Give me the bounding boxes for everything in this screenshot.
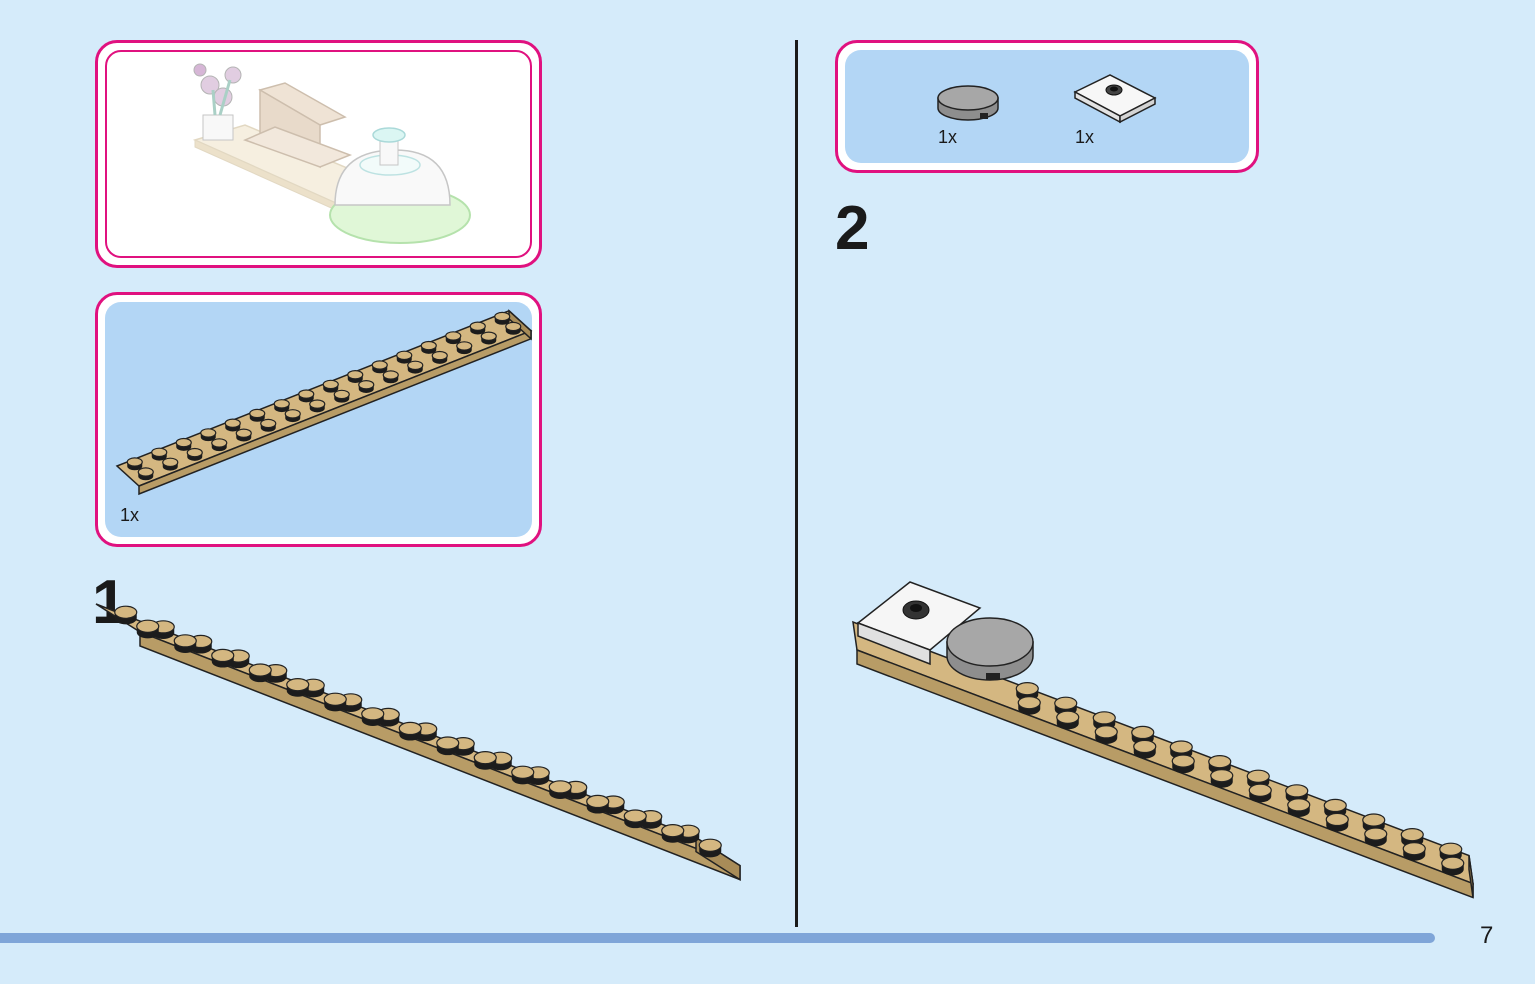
bottom-bar — [0, 933, 1435, 943]
qty-label-jumper-plate: 1x — [1075, 127, 1095, 147]
preview-frame — [95, 40, 542, 268]
parts-inner-step-2 — [845, 50, 1249, 163]
step-number-2: 2 — [835, 194, 870, 263]
round-tile-gray — [937, 85, 999, 121]
page-divider — [795, 40, 798, 927]
qty-label-round-tile: 1x — [938, 127, 958, 147]
page-number: 7 — [1480, 922, 1494, 949]
jumper-plate-white — [1073, 74, 1157, 124]
parts-frame-step-2: 1x 1x — [835, 40, 1259, 173]
qty-label: 1x — [120, 505, 140, 525]
preview-assembly-image — [192, 63, 471, 244]
